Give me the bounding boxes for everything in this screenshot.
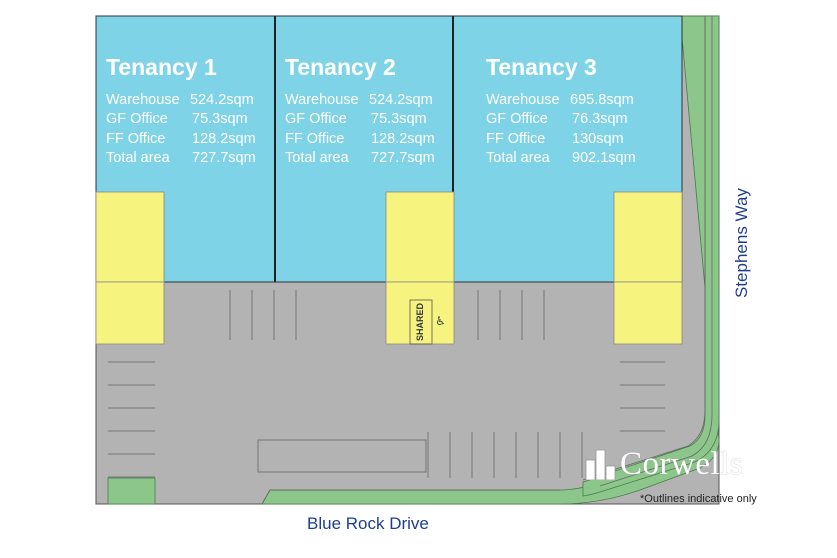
office-tenancy-1-first-floor[interactable]: [95, 191, 165, 283]
stat-value: 128.2sqm: [371, 130, 435, 147]
street-label-blue-rock-drive: Blue Rock Drive: [307, 514, 429, 533]
stat-row: FF Office 128.2sqm: [285, 130, 435, 149]
office-tenancy-2-ground-floor[interactable]: [385, 281, 455, 345]
stat-label: FF Office: [285, 130, 345, 147]
shared-parking-label: SHARED: [415, 302, 425, 341]
tenancy-1-title: Tenancy 1: [106, 54, 217, 80]
stat-row: FF Office 130sqm: [486, 130, 636, 149]
tenancy-2-stats: Warehouse 524.2sqm GF Office 75.3sqm FF Of…: [285, 91, 435, 168]
stat-row: GF Office 75.3sqm: [285, 110, 435, 129]
stat-value: 727.7sqm: [192, 149, 256, 166]
stat-row: GF Office 76.3sqm: [486, 110, 636, 129]
accessible-parking-icon: ♿: [435, 314, 446, 328]
stat-value: 130sqm: [572, 130, 624, 147]
stat-label: Total area: [486, 149, 550, 166]
office-tenancy-3-first-floor[interactable]: [613, 191, 683, 283]
driveway-edge: [261, 489, 560, 505]
stat-label: Total area: [285, 149, 349, 166]
building-blocks-icon: [584, 446, 618, 481]
stat-value: 902.1sqm: [572, 149, 636, 166]
stat-value: 524.2sqm: [369, 92, 433, 108]
tenancy-2-title: Tenancy 2: [285, 54, 396, 80]
stat-row: Warehouse 524.2sqm: [285, 91, 435, 110]
stat-row: Total area 727.7sqm: [285, 149, 435, 168]
street-label-stephens-way: Stephens Way: [732, 188, 751, 298]
stat-label: FF Office: [486, 130, 546, 147]
stat-value: 695.8sqm: [570, 92, 634, 108]
tenancy-3-stats: Warehouse 695.8sqm GF Office 76.3sqm FF Of…: [486, 91, 636, 168]
stat-label: Warehouse: [486, 92, 560, 108]
landscaping-pocket: [107, 477, 156, 505]
stat-label: FF Office: [106, 130, 166, 147]
stat-value: 75.3sqm: [371, 111, 427, 128]
stat-row: Total area 902.1sqm: [486, 149, 636, 168]
stat-label: GF Office: [486, 111, 548, 128]
parking-island: [257, 439, 427, 473]
footpath-line: [599, 16, 713, 487]
stat-row: FF Office 128.2sqm: [106, 130, 256, 149]
stat-row: GF Office 75.3sqm: [106, 110, 256, 129]
stat-label: GF Office: [106, 111, 168, 128]
tenancy-1-stats: Warehouse 524.2sqm GF Office 75.3sqm FF Of…: [106, 91, 256, 168]
stat-label: Total area: [106, 149, 170, 166]
stat-row: Warehouse 524.2sqm: [106, 91, 256, 110]
stat-row: Total area 727.7sqm: [106, 149, 256, 168]
office-tenancy-3-ground-floor[interactable]: [613, 281, 683, 345]
brand-name: Corwells: [620, 446, 744, 482]
office-tenancy-1-ground-floor[interactable]: [95, 281, 165, 345]
stat-label: GF Office: [285, 111, 347, 128]
tenancy-3-title: Tenancy 3: [486, 54, 597, 80]
office-tenancy-2-first-floor[interactable]: [385, 191, 455, 283]
stat-value: 524.2sqm: [190, 92, 254, 108]
stat-value: 128.2sqm: [192, 130, 256, 147]
stat-value: 76.3sqm: [572, 111, 628, 128]
stat-label: Warehouse: [106, 92, 180, 108]
stat-row: Warehouse 695.8sqm: [486, 91, 636, 110]
stat-value: 727.7sqm: [371, 149, 435, 166]
parking-lines: [108, 290, 665, 478]
shared-parking-bay: [409, 299, 433, 345]
disclaimer: *Outlines indicative only: [640, 493, 757, 505]
stat-label: Warehouse: [285, 92, 359, 108]
kerb-line: [582, 16, 706, 481]
stat-value: 75.3sqm: [192, 111, 248, 128]
